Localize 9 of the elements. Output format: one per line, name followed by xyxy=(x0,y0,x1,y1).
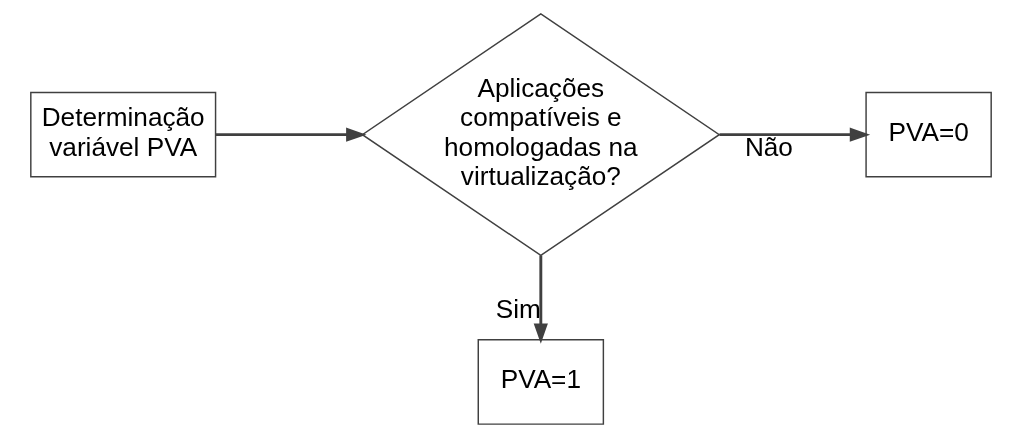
edge-label: Não xyxy=(744,131,793,162)
arrow xyxy=(533,255,548,344)
node-diamond: Aplicações compatíveis e homologadas na virtualização? xyxy=(360,13,721,257)
node-box: Determinação variável PVA xyxy=(29,91,216,178)
node-box: PVA=0 xyxy=(864,91,992,178)
edge-label: Sim xyxy=(495,294,541,325)
arrow xyxy=(215,127,366,142)
node-box: PVA=1 xyxy=(477,339,604,425)
arrow xyxy=(719,127,870,142)
